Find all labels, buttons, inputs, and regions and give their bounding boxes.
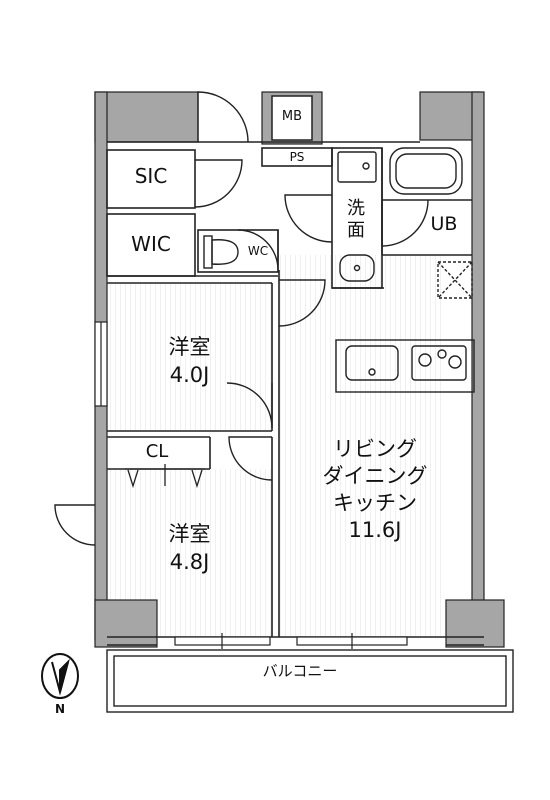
toilet [203, 235, 239, 269]
balcony-label: バルコニー [262, 662, 338, 680]
ldk-line-1: リビング [333, 437, 417, 461]
sic-door [194, 159, 243, 208]
doors [54, 91, 429, 546]
room-label-ldk: リビング ダイニング キッチン 11.6J [300, 436, 450, 544]
sink-top [337, 151, 377, 183]
compass-icon [41, 653, 79, 699]
ldk-size: 11.6J [348, 518, 402, 542]
wc-door [237, 229, 279, 271]
western-room-2-name: 洋室 [168, 522, 211, 546]
room1-door [226, 382, 273, 429]
exterior-door [54, 504, 96, 546]
kitchen-counter [335, 339, 475, 393]
washroom-door [284, 194, 333, 243]
cooktop [411, 345, 467, 381]
entrance-door [197, 91, 249, 143]
room-label-ub: UB [430, 213, 458, 235]
windows [94, 321, 408, 649]
floor-ldk [279, 255, 445, 637]
western-room-1-size: 4.0J [169, 363, 210, 387]
ldk-door [278, 279, 326, 327]
ldk-line-3: キッチン [333, 491, 417, 515]
compass-label: N [54, 702, 66, 716]
room-label-washroom: 洗面 [347, 198, 365, 241]
kitchen-sink [345, 345, 399, 381]
room-label-wic: WIC [131, 232, 171, 256]
balcony-outline [106, 649, 514, 713]
floor-western-room-1 [107, 283, 272, 431]
room-label-western-1: 洋室 4.0J [107, 333, 272, 389]
bathtub [389, 147, 463, 195]
western-room-2-size: 4.8J [169, 550, 210, 574]
room-label-cl: CL [145, 441, 169, 462]
room-label-ps: PS [289, 150, 305, 164]
room2-door [228, 436, 273, 481]
room-label-sic: SIC [134, 164, 168, 188]
ub-door [381, 199, 429, 247]
closet-hangers [125, 464, 205, 489]
mb-box [271, 95, 313, 141]
ldk-line-2: ダイニング [322, 464, 428, 488]
room-label-western-2: 洋室 4.8J [107, 520, 272, 576]
room-label-wc: WC [247, 244, 269, 258]
interior-walls [106, 141, 484, 646]
refrigerator-space [437, 261, 473, 299]
room-label-mb: MB [281, 109, 303, 124]
western-room-1-name: 洋室 [168, 335, 211, 359]
fixtures [203, 147, 475, 393]
washbasin [339, 254, 375, 282]
